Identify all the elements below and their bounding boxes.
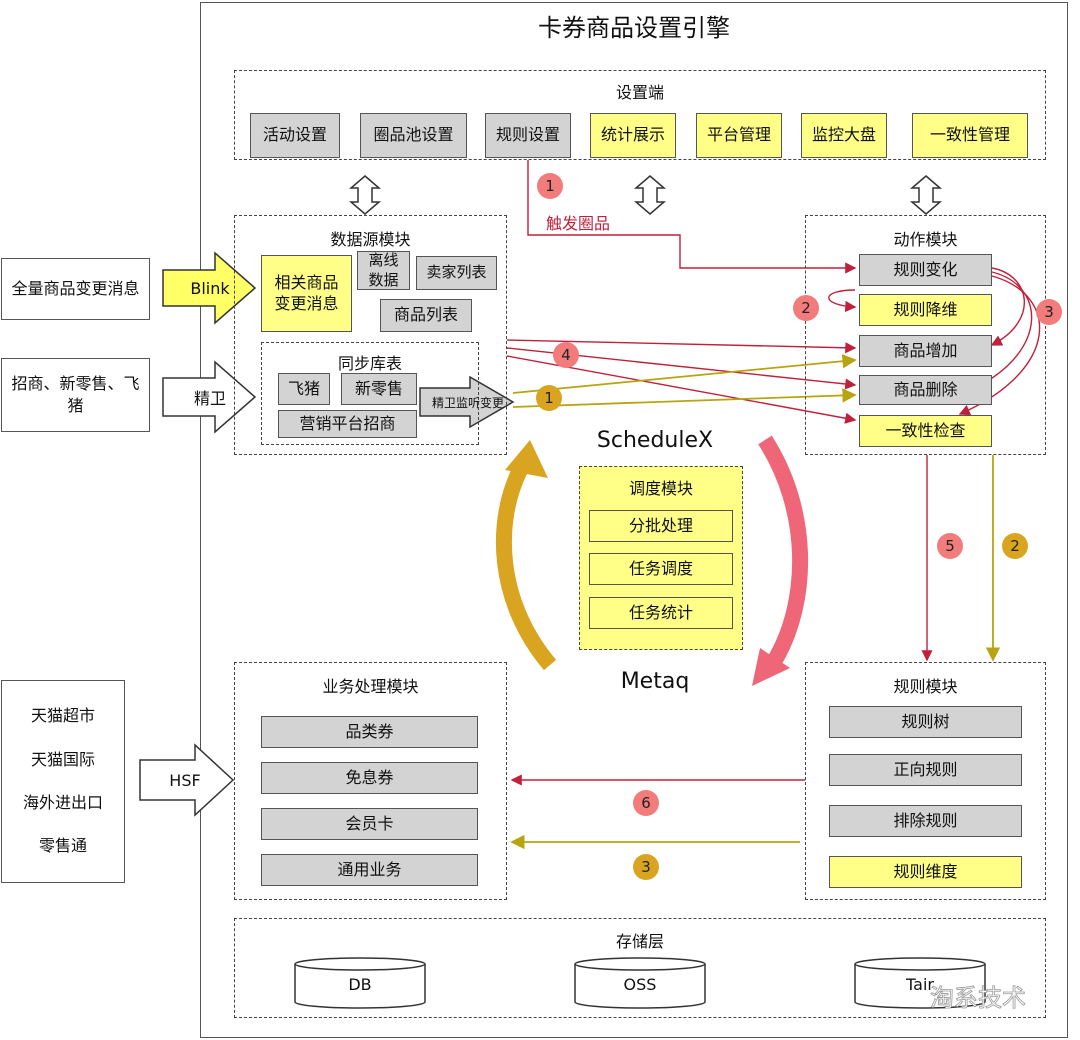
metaq-label: Metaq	[620, 669, 690, 694]
partners-box: 招商、新零售、飞猪	[1, 358, 150, 432]
schedule-title: 调度模块	[628, 479, 693, 498]
cylinders	[294, 957, 986, 1009]
rule-title: 规则模块	[893, 677, 958, 696]
step-red-4: 4	[553, 342, 579, 368]
action-goods-delete: 商品删除	[859, 375, 992, 405]
sync-tables	[261, 342, 479, 445]
page-title: 卡券商品设置引擎	[538, 14, 730, 42]
consistency-management[interactable]: 一致性管理	[912, 113, 1028, 158]
settings-title: 设置端	[615, 83, 664, 102]
source-tmall-global: 天猫国际	[30, 749, 95, 769]
rule-settings[interactable]: 规则设置	[485, 113, 571, 158]
jingwei-arrow: 精卫	[193, 389, 226, 408]
rule-module	[805, 662, 1046, 900]
step-red-5: 5	[937, 533, 963, 559]
jingwei-listen-arrow: 精卫监听变更	[431, 395, 504, 410]
step-red-3: 3	[1036, 299, 1062, 325]
task-scheduling: 任务调度	[589, 553, 733, 585]
action-rule-reduce: 规则降维	[859, 294, 992, 326]
action-rule-change: 规则变化	[859, 254, 992, 286]
source-tmall-supermarket: 天猫超市	[30, 706, 95, 726]
sync-title: 同步库表	[337, 354, 402, 373]
sync-feizhu: 飞猪	[278, 373, 330, 405]
related-change-message: 相关商品变更消息	[261, 255, 352, 332]
inbound-arrows	[139, 251, 515, 817]
rule-positive: 正向规则	[829, 754, 1022, 786]
action-title: 动作模块	[893, 230, 958, 249]
action-goods-add: 商品增加	[859, 335, 992, 367]
batch-processing: 分批处理	[589, 510, 733, 542]
double-arrows	[348, 175, 943, 215]
goods-list: 商品列表	[380, 299, 472, 332]
storage-tair: Tair	[906, 975, 934, 994]
biz-interest-free: 免息券	[261, 762, 478, 794]
activity-settings[interactable]: 活动设置	[250, 113, 340, 158]
action-consistency-check: 一致性检查	[859, 415, 992, 447]
biz-member-card: 会员卡	[261, 808, 478, 840]
sync-newretail: 新零售	[341, 373, 417, 405]
storage-db: DB	[348, 975, 372, 994]
storage-layer	[234, 918, 1046, 1018]
trigger-label: 触发圈品	[546, 214, 611, 233]
source-overseas: 海外进出口	[22, 792, 103, 812]
full-change-message: 全量商品变更消息	[1, 258, 150, 320]
blink-arrow: Blink	[190, 278, 230, 298]
source-lst: 零售通	[38, 836, 87, 856]
schedulex-label: ScheduleX	[596, 428, 714, 453]
business-module	[234, 662, 507, 900]
datasource-module	[234, 215, 507, 455]
step-yellow-3: 3	[633, 854, 659, 880]
datasource-title: 数据源模块	[330, 230, 411, 249]
step-yellow-2: 2	[1002, 533, 1028, 559]
rule-tree: 规则树	[829, 706, 1022, 738]
storage-oss: OSS	[623, 975, 657, 994]
schedule-cycle-arrows	[495, 435, 809, 686]
seller-list: 卖家列表	[416, 256, 497, 290]
biz-sources: 天猫超市 天猫国际 海外进出口 零售通	[1, 680, 125, 883]
watermark: 淘系技术	[930, 984, 1027, 1013]
step-red-1: 1	[537, 173, 563, 199]
step-yellow-1: 1	[536, 385, 562, 411]
biz-category-coupon: 品类券	[261, 716, 478, 748]
biz-general: 通用业务	[261, 854, 478, 886]
sync-marketing: 营销平台招商	[278, 410, 417, 438]
offline-data: 离线数据	[357, 251, 410, 290]
platform-management[interactable]: 平台管理	[696, 113, 782, 158]
task-stats: 任务统计	[589, 597, 733, 629]
business-title: 业务处理模块	[322, 677, 419, 696]
stats-display[interactable]: 统计展示	[590, 113, 676, 158]
engine-frame	[200, 2, 1068, 1038]
monitor-dashboard[interactable]: 监控大盘	[801, 113, 887, 158]
storage-title: 存储层	[615, 932, 664, 951]
action-module	[805, 215, 1046, 455]
pool-settings[interactable]: 圈品池设置	[360, 113, 467, 158]
step-red-2: 2	[793, 295, 819, 321]
rule-dimension: 规则维度	[829, 856, 1022, 888]
hsf-arrow: HSF	[169, 770, 201, 790]
step-red-6: 6	[633, 790, 659, 816]
settings-module	[234, 70, 1046, 160]
rule-exclude: 排除规则	[829, 805, 1022, 837]
